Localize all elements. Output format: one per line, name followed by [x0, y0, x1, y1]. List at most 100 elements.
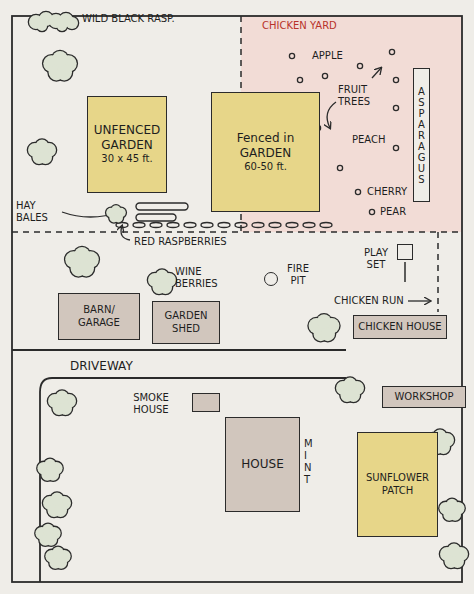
bush-outline — [449, 509, 461, 521]
bush-outline — [36, 140, 49, 153]
raspberry-plant — [150, 223, 162, 228]
map-label: HAY BALES — [16, 200, 58, 224]
fence-lines — [12, 16, 462, 312]
tree-dot — [393, 145, 398, 150]
bush-fill — [159, 281, 172, 294]
raspberry-plant — [201, 223, 213, 228]
bush-fill — [54, 504, 67, 517]
bush-outline — [156, 270, 169, 283]
bush-outline — [446, 499, 458, 511]
map-label: RED RASPBERRIES — [134, 236, 227, 248]
bush-fill — [437, 441, 450, 454]
building-box: BARN/ GARAGE — [58, 293, 140, 340]
fire-pit-circle — [264, 272, 278, 286]
area-name: BARN/ GARAGE — [62, 304, 136, 329]
building-box: SUNFLOWER PATCH — [357, 432, 438, 537]
bush-outline — [451, 555, 464, 568]
bush-fill — [446, 499, 458, 511]
bush-outline — [321, 327, 335, 341]
tree-dot — [322, 73, 327, 78]
bush-fill — [44, 459, 56, 471]
bush-fill — [36, 140, 49, 153]
area-name: GARDEN SHED — [156, 310, 216, 335]
play-set-symbol — [397, 244, 413, 260]
map-label: CHERRY — [367, 186, 407, 198]
raspberry-plant — [184, 223, 196, 228]
area-name: HOUSE — [241, 457, 283, 472]
map-feature: FIRE PIT — [282, 262, 314, 288]
bush-outline — [57, 21, 67, 31]
bush-fill — [449, 509, 461, 521]
bush-outline — [51, 493, 64, 506]
bush-outline — [78, 261, 94, 277]
bush-fill — [448, 544, 461, 557]
bush-fill — [156, 270, 169, 283]
bush-outline — [37, 21, 47, 31]
bush-outline — [344, 378, 357, 391]
dimension: 30 x 45 ft. — [101, 153, 152, 166]
building-box: CHICKEN HOUSE — [353, 315, 447, 339]
map-label: CHICKEN RUN — [334, 295, 404, 307]
building-box: Fenced in GARDEN60-50 ft. — [211, 92, 320, 212]
area-name: WORKSHOP — [394, 391, 453, 404]
bush-outline — [52, 51, 68, 67]
hay-bales — [136, 203, 188, 221]
map-label: APPLE — [312, 50, 343, 62]
bush-outline — [448, 544, 461, 557]
leader-arrows — [62, 68, 430, 301]
map-feature: SMOKE HOUSE — [126, 391, 176, 417]
building-box: WORKSHOP — [382, 386, 466, 408]
building-box: GARDEN SHED — [152, 301, 220, 344]
bush-outline — [159, 281, 172, 294]
bush-fill — [56, 391, 69, 404]
map-label: DRIVEWAY — [70, 359, 133, 373]
map-label: WILD BLACK RASP. — [82, 13, 175, 25]
area-name: SMOKE HOUSE — [126, 392, 176, 417]
bush-fill — [111, 205, 120, 214]
raspberry-plant — [286, 223, 298, 228]
map-feature: PLAY SET — [356, 246, 396, 272]
tree-dot — [393, 77, 398, 82]
bush-fill — [59, 402, 72, 415]
bush-outline — [347, 389, 360, 402]
raspberry-plant — [269, 223, 281, 228]
driveway-lines — [12, 350, 346, 582]
bush-fill — [317, 314, 331, 328]
bush-outline — [52, 547, 64, 559]
building-box: HOUSE — [225, 417, 300, 512]
bush-outline — [42, 524, 54, 536]
bush-fill — [39, 151, 52, 164]
raspberry-plant — [252, 223, 264, 228]
bush-outline — [39, 151, 52, 164]
tree-dot — [393, 105, 398, 110]
tree-dot — [355, 189, 360, 194]
building-box: ASPARAGUS — [413, 68, 430, 202]
bush-fill — [78, 261, 94, 277]
bush-outline — [55, 557, 67, 569]
area-name: FIRE PIT — [282, 263, 314, 288]
area-name: Fenced in GARDEN — [215, 131, 316, 161]
bush-fill — [45, 534, 57, 546]
bush-fill — [347, 389, 360, 402]
raspberry-rows — [116, 223, 332, 228]
bush-fill — [52, 547, 64, 559]
tree-dot — [357, 63, 362, 68]
bush-outline — [114, 213, 123, 222]
raspberry-plant — [133, 223, 145, 228]
bush-fill — [47, 469, 59, 481]
map-label: CHICKEN YARD — [262, 20, 337, 32]
bush-outline — [54, 504, 67, 517]
raspberry-plant — [235, 223, 247, 228]
bush-outline — [59, 402, 72, 415]
building-box: UNFENCED GARDEN30 x 45 ft. — [87, 96, 167, 193]
property-border — [12, 16, 462, 582]
bush-outline — [111, 205, 120, 214]
bush-fill — [74, 247, 90, 263]
tree-dot — [297, 77, 302, 82]
raspberry-plant — [218, 223, 230, 228]
map-label: MINT — [304, 438, 314, 486]
bush-fill — [66, 17, 78, 29]
bush-fill — [56, 65, 72, 81]
area-name: PLAY SET — [356, 247, 396, 272]
